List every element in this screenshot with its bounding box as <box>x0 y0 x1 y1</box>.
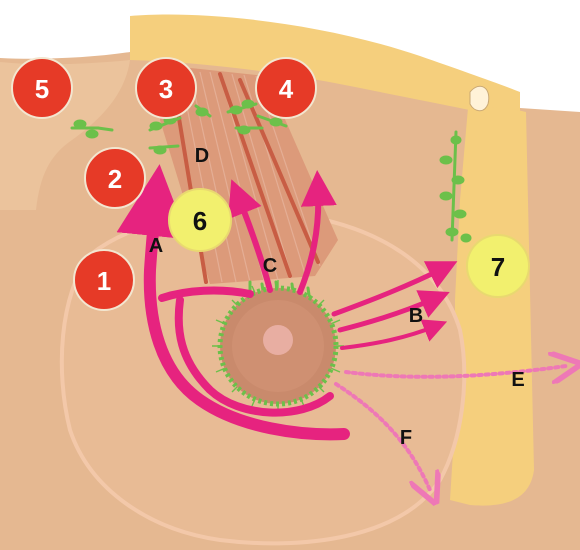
pathway-label-a: A <box>149 235 163 257</box>
pathway-label-c: C <box>263 255 277 277</box>
nipple <box>263 325 293 355</box>
pathway-label-f: F <box>400 427 412 449</box>
node-6-label: 6 <box>193 206 207 236</box>
node-5: 5 <box>12 58 72 118</box>
node-4: 4 <box>256 58 316 118</box>
node-7-label: 7 <box>491 252 505 282</box>
pathway-label-e: E <box>511 369 524 391</box>
node-3-label: 3 <box>159 74 173 104</box>
node-7: 7 <box>467 235 529 297</box>
node-1: 1 <box>74 250 134 310</box>
node-2-label: 2 <box>108 164 122 194</box>
node-4-label: 4 <box>279 74 294 104</box>
node-2: 2 <box>85 148 145 208</box>
node-5-label: 5 <box>35 74 49 104</box>
node-3: 3 <box>136 58 196 118</box>
node-1-label: 1 <box>97 266 111 296</box>
node-6: 6 <box>169 189 231 251</box>
clavicle-end <box>470 86 489 111</box>
pathway-label-b: B <box>409 305 423 327</box>
pathway-label-d: D <box>195 145 209 167</box>
